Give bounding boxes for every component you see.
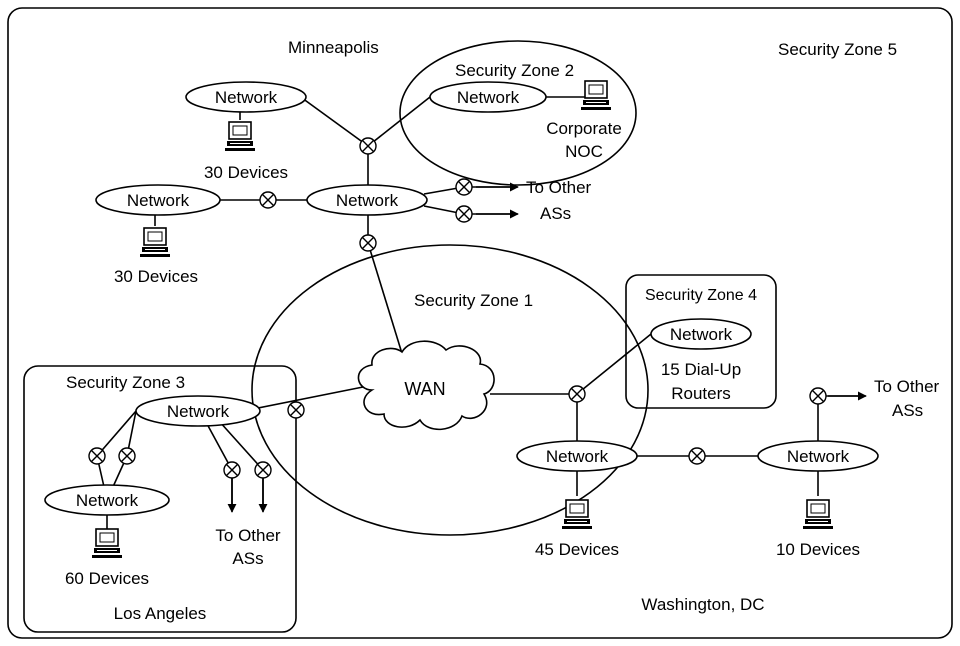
zone2-label: Security Zone 2 — [455, 61, 574, 80]
router-crossed-circle-icon — [223, 461, 241, 479]
connection-lines — [96, 96, 858, 530]
network-minneapolis-hub: Network — [306, 184, 428, 216]
router-crossed-circle-icon — [359, 137, 377, 155]
wan-label: WAN — [404, 379, 445, 399]
dialup-line1: 15 Dial-Up — [661, 360, 741, 379]
network-dialup: Network — [650, 318, 752, 350]
wan-cloud: WAN — [357, 340, 495, 431]
network-dc-right: Network — [757, 440, 879, 472]
network-label: Network — [215, 88, 278, 107]
place-minneapolis: Minneapolis — [288, 38, 379, 57]
network-label: Network — [167, 402, 230, 421]
zone3-boundary — [23, 365, 297, 633]
router-crossed-circle-icon — [118, 447, 136, 465]
router-crossed-circle-icon — [259, 191, 277, 209]
computer-monitor-icon — [91, 528, 123, 559]
devices-dc-center: 45 Devices — [535, 540, 619, 559]
network-label: Network — [546, 447, 609, 466]
noc-line1: Corporate — [546, 119, 622, 138]
network-label: Network — [76, 491, 139, 510]
network-minneapolis-top: Network — [185, 81, 307, 113]
router-crossed-circle-icon — [455, 205, 473, 223]
router-crossed-circle-icon — [88, 447, 106, 465]
to-other-line2: ASs — [232, 549, 263, 568]
devices-mpls-left: 30 Devices — [114, 267, 198, 286]
network-dc-center: Network — [516, 440, 638, 472]
computer-monitor-icon — [139, 227, 171, 258]
computer-monitor-icon — [802, 499, 834, 530]
to-other-line1: To Other — [215, 526, 281, 545]
cloud-icon — [357, 340, 495, 431]
network-label: Network — [336, 191, 399, 210]
router-crossed-circle-icon — [688, 447, 706, 465]
to-other-line1: To Other — [526, 178, 592, 197]
network-la-hub: Network — [135, 395, 261, 427]
network-label: Network — [787, 447, 850, 466]
devices-mpls-top: 30 Devices — [204, 163, 288, 182]
network-label: Network — [127, 191, 190, 210]
router-crossed-circle-icon — [254, 461, 272, 479]
computer-monitor-icon — [224, 121, 256, 152]
noc-line2: NOC — [565, 142, 603, 161]
router-crossed-circle-icon — [809, 387, 827, 405]
computer-monitor-icon — [580, 80, 612, 111]
arrows-to-other-ass — [227, 182, 867, 513]
router-crossed-circle-icon — [287, 401, 305, 419]
zone5-boundary — [7, 7, 953, 639]
zone5-label: Security Zone 5 — [778, 40, 897, 59]
zone1-boundary — [251, 244, 649, 536]
computers — [91, 80, 834, 559]
zone1-label: Security Zone 1 — [414, 291, 533, 310]
network-la-devices: Network — [44, 484, 170, 516]
computer-monitor-icon — [561, 499, 593, 530]
place-los-angeles: Los Angeles — [114, 604, 207, 623]
network-noc: Network — [429, 81, 547, 113]
to-other-line2: ASs — [540, 204, 571, 223]
zone4-boundary — [625, 274, 777, 409]
router-crossed-circle-icon — [455, 178, 473, 196]
router-crossed-circle-icon — [568, 385, 586, 403]
network-label: Network — [670, 325, 733, 344]
router-crossed-circle-icon — [359, 234, 377, 252]
zone3-label: Security Zone 3 — [66, 373, 185, 392]
devices-la: 60 Devices — [65, 569, 149, 588]
devices-dc-right: 10 Devices — [776, 540, 860, 559]
place-washington: Washington, DC — [641, 595, 764, 614]
to-other-line1: To Other — [874, 377, 940, 396]
to-other-line2: ASs — [892, 401, 923, 420]
zone4-label: Security Zone 4 — [645, 287, 757, 304]
dialup-line2: Routers — [671, 384, 731, 403]
network-minneapolis-left: Network — [95, 184, 221, 216]
network-label: Network — [457, 88, 520, 107]
